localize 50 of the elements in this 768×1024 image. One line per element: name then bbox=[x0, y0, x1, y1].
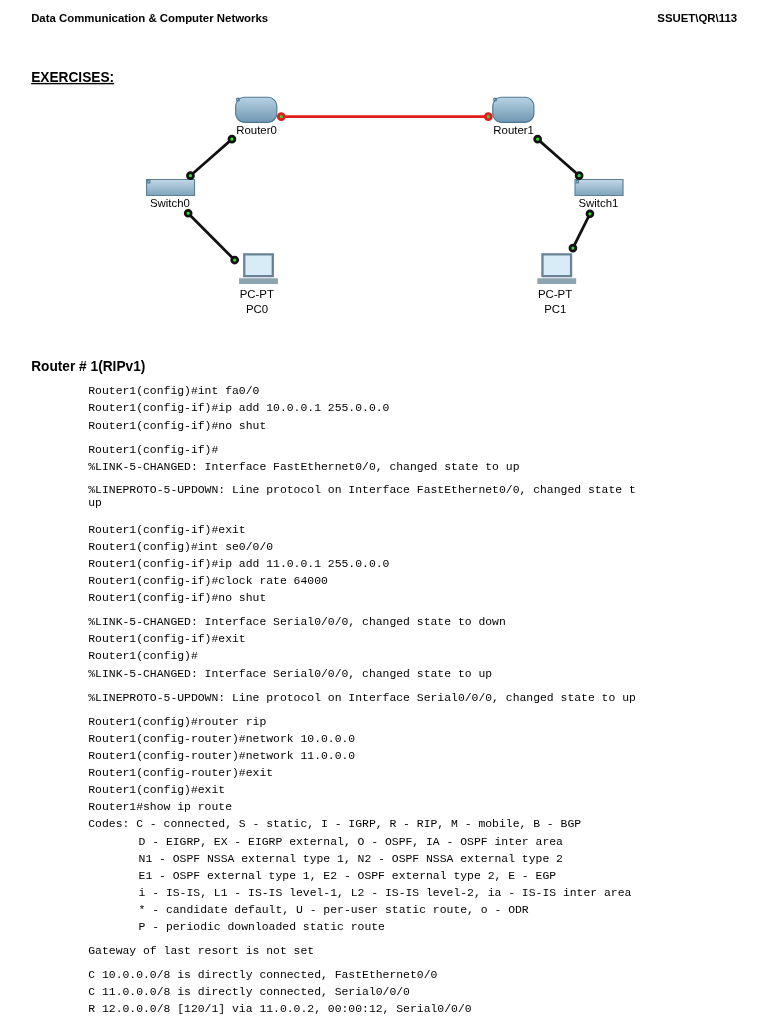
node-label: PC0 bbox=[245, 302, 268, 315]
label: Router1(config-if)#ip add 11.0.0.1 255.0.0.0 bbox=[87, 556, 389, 570]
node-label: PC1 bbox=[543, 302, 566, 315]
label: Router1(config-if)#clock rate 64000 bbox=[87, 573, 328, 587]
node-label: PC-PT bbox=[537, 287, 572, 300]
label: Router1(config-if)#ip add 10.0.0.1 255.0.0.0 bbox=[87, 401, 389, 415]
label: C 10.0.0.0/8 is directly connected, FastEthernet0/0 bbox=[87, 968, 437, 982]
label: %LINEPROTO-5-UPDOWN: Line protocol on Interface FastEthernet0/0, changed state t up bbox=[87, 483, 636, 509]
label: EXERCISES: bbox=[30, 69, 114, 85]
label: Router1(config)#int se0/0/0 bbox=[87, 539, 273, 553]
label: D - EIGRP, EX - EIGRP external, O - OSPF, IA - OSPF inter area bbox=[138, 834, 563, 848]
connector bbox=[185, 134, 236, 181]
connector bbox=[532, 134, 583, 181]
node-label: Router0 bbox=[235, 123, 277, 136]
connector bbox=[276, 112, 493, 121]
label: R 12.0.0.0/8 [120/1] via 11.0.0.2, 00:00:12, Serial0/0/0 bbox=[87, 1002, 472, 1016]
label: Router # 1(RIPv1) bbox=[30, 359, 145, 374]
connector bbox=[183, 208, 239, 265]
label: Router1(config-router)#exit bbox=[87, 765, 273, 779]
label: Router1(config-router)#network 11.0.0.0 bbox=[87, 748, 355, 762]
label: Router1(config-if)#exit bbox=[87, 522, 246, 536]
connector bbox=[568, 209, 594, 253]
node-label: Switch0 bbox=[149, 196, 190, 209]
label: %LINEPROTO-5-UPDOWN: Line protocol on Interface Serial0/0/0, changed state to up bbox=[87, 690, 636, 704]
label: %LINK-5-CHANGED: Interface Serial0/0/0, changed state to down bbox=[87, 615, 506, 629]
label: Router1(config-if)#exit bbox=[87, 632, 246, 646]
label: Router1(config-if)# bbox=[87, 442, 218, 456]
label: P - periodic downloaded static route bbox=[138, 920, 385, 934]
label: Codes: C - connected, S - static, I - IGRP, R - RIP, M - mobile, B - BGP bbox=[87, 817, 581, 831]
node-label: Switch1 bbox=[577, 196, 618, 209]
label: Router1(config-if)#no shut bbox=[87, 591, 266, 605]
label: %LINK-5-CHANGED: Interface FastEthernet0/0, changed state to up bbox=[87, 459, 520, 473]
label: %LINK-5-CHANGED: Interface Serial0/0/0, changed state to up bbox=[87, 666, 492, 680]
label: Router1(config)#exit bbox=[87, 783, 225, 797]
node-label: PC-PT bbox=[239, 287, 274, 300]
label: C 11.0.0.0/8 is directly connected, Serial0/0/0 bbox=[87, 985, 410, 999]
label: Router1(config-router)#network 10.0.0.0 bbox=[87, 731, 355, 745]
label: N1 - OSPF NSSA external type 1, N2 - OSPF NSSA external type 2 bbox=[138, 851, 563, 865]
label: * - candidate default, U - per-user static route, o - ODR bbox=[138, 903, 529, 917]
label: Router1(config-if)#no shut bbox=[87, 418, 266, 432]
label: i - IS-IS, L1 - IS-IS level-1, L2 - IS-IS level-2, ia - IS-IS inter area bbox=[138, 885, 631, 899]
node-label: Router1 bbox=[492, 123, 534, 136]
label: Router1(config)#router rip bbox=[87, 714, 266, 728]
label: Router1#show ip route bbox=[87, 800, 232, 814]
label: E1 - OSPF external type 1, E2 - OSPF external type 2, E - EGP bbox=[138, 868, 556, 882]
label: Router1(config)#int fa0/0 bbox=[87, 384, 259, 398]
label: SSUET\QR\113 bbox=[656, 11, 737, 24]
label: Router1(config)# bbox=[87, 649, 198, 663]
label: Gateway of last resort is not set bbox=[87, 944, 314, 958]
label: Data Communication & Computer Networks bbox=[30, 11, 268, 24]
